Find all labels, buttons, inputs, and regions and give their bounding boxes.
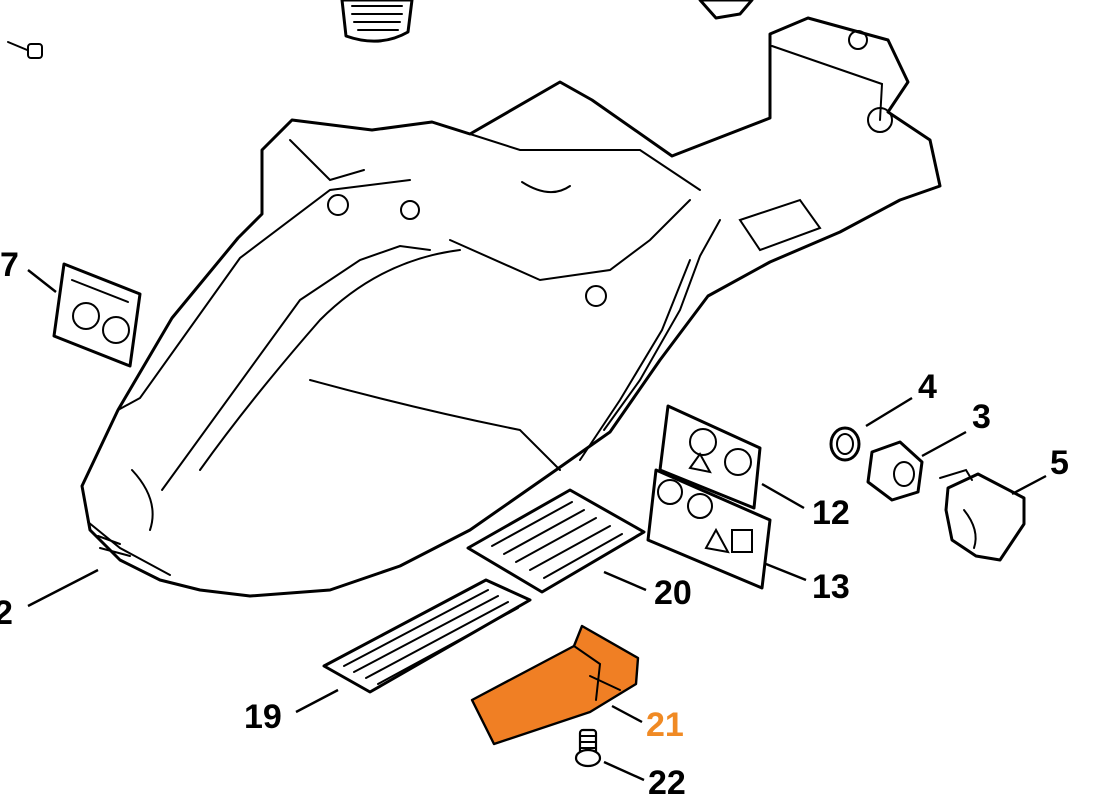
- callout-4: 4: [918, 368, 937, 406]
- callout-5: 5: [1050, 444, 1069, 482]
- top-screw-part: [7, 41, 43, 59]
- plate-part-19: [322, 578, 532, 694]
- oring-part-4: [829, 426, 861, 462]
- sticker-part-12: [658, 404, 762, 510]
- callout-3: 3: [972, 398, 991, 436]
- leader-lines: [27, 269, 1047, 782]
- callout-2: 2: [0, 594, 13, 632]
- plate-part-20: [466, 488, 646, 594]
- sticker-part-7: [52, 262, 142, 368]
- callout-19: 19: [244, 698, 282, 736]
- callout-7: 7: [0, 246, 19, 284]
- callout-12: 12: [812, 494, 850, 532]
- sticker-part-13: [646, 468, 772, 590]
- callout-21: 21: [646, 706, 684, 744]
- housing-part: [80, 16, 942, 598]
- connector-part-3: [866, 440, 924, 502]
- highlighted-part-21: [470, 624, 640, 746]
- top-clip-part: [698, 0, 754, 20]
- callout-22: 22: [648, 764, 686, 798]
- callout-20: 20: [654, 574, 692, 612]
- callout-13: 13: [812, 568, 850, 606]
- screw-part-22: [574, 728, 602, 768]
- top-grip-part: [340, 0, 414, 43]
- switch-part-5: [939, 468, 1026, 562]
